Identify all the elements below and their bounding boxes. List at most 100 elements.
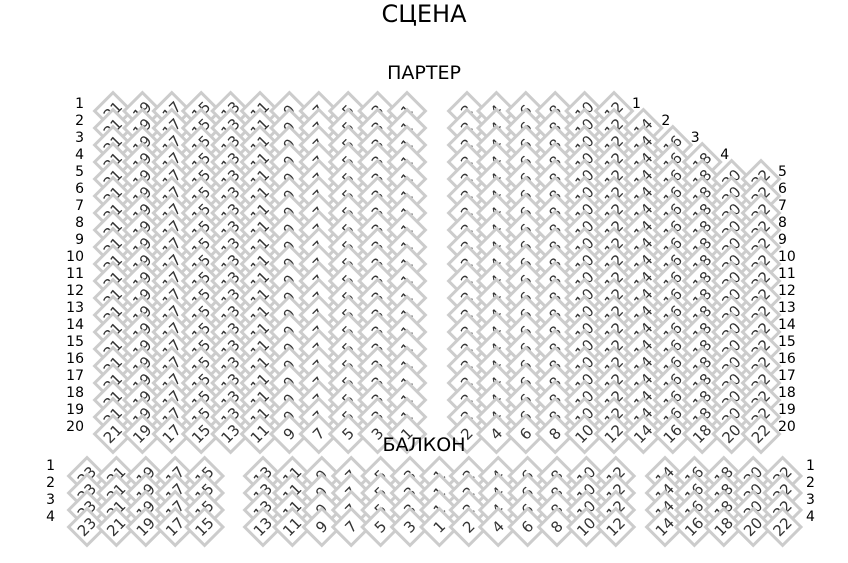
seat-box [477, 506, 519, 548]
parter-row-label-left: 15 [66, 334, 84, 350]
balcony-seat[interactable]: 19 [125, 506, 167, 548]
balcony-seat[interactable]: 23 [66, 506, 108, 548]
parter-row-label-left: 13 [66, 300, 84, 316]
seat-box [593, 413, 635, 455]
parter-seat[interactable]: 16 [652, 413, 694, 455]
seat-box [732, 506, 774, 548]
parter-row-label-right: 13 [778, 300, 796, 316]
seat-box [673, 506, 715, 548]
parter-seat[interactable]: 3 [357, 413, 399, 455]
parter-row-label-left: 6 [75, 181, 84, 197]
parter-seat[interactable]: 20 [711, 413, 753, 455]
balcony-seat[interactable]: 8 [536, 506, 578, 548]
balcony-seat[interactable]: 3 [389, 506, 431, 548]
parter-row-label-left: 4 [75, 147, 84, 163]
parter-seat[interactable]: 7 [298, 413, 340, 455]
seat-box [446, 413, 488, 455]
balcony-row-label-left: 4 [46, 509, 55, 525]
balcony-seat[interactable]: 15 [184, 506, 226, 548]
seat-box [711, 413, 753, 455]
seat-box [536, 506, 578, 548]
parter-row-label-left: 10 [66, 249, 84, 265]
seat-box [66, 506, 108, 548]
parter-row-label-left: 14 [66, 317, 84, 333]
balcony-seat[interactable]: 14 [644, 506, 686, 548]
parter-row-label-left: 20 [66, 419, 84, 435]
parter-row-label-right: 15 [778, 334, 796, 350]
parter-row-label-left: 18 [66, 385, 84, 401]
seat-box [95, 506, 137, 548]
balcony-seat[interactable]: 20 [732, 506, 774, 548]
balcony-seat[interactable]: 6 [507, 506, 549, 548]
balcony-seat[interactable]: 1 [418, 506, 460, 548]
parter-seat[interactable]: 1 [386, 413, 428, 455]
balcony-seat[interactable]: 22 [762, 506, 804, 548]
seat-box [595, 506, 637, 548]
balcony-seat[interactable]: 16 [673, 506, 715, 548]
parter-seat[interactable]: 5 [327, 413, 369, 455]
seat-box [268, 413, 310, 455]
balcony-row-label-left: 2 [46, 475, 55, 491]
seat-box [154, 506, 196, 548]
parter-seat[interactable]: 21 [92, 413, 134, 455]
seat-box [330, 506, 372, 548]
parter-seat[interactable]: 6 [505, 413, 547, 455]
parter-row-label-right: 18 [778, 385, 796, 401]
balcony-seat[interactable]: 21 [95, 506, 137, 548]
seat-box [92, 413, 134, 455]
parter-row-label-left: 17 [66, 368, 84, 384]
seat-box [565, 506, 607, 548]
seat-box [298, 413, 340, 455]
parter-seat[interactable]: 19 [121, 413, 163, 455]
balcony-seat[interactable]: 17 [154, 506, 196, 548]
seat-box [301, 506, 343, 548]
seat-box [125, 506, 167, 548]
seat-box [389, 506, 431, 548]
parter-section-label: ПАРТЕР [387, 62, 461, 84]
parter-row-label-right: 3 [690, 130, 700, 146]
parter-row-label-right: 10 [778, 249, 796, 265]
balcony-seat[interactable]: 13 [242, 506, 284, 548]
parter-seat[interactable]: 9 [268, 413, 310, 455]
seat-box [210, 413, 252, 455]
parter-row-label-right: 5 [778, 164, 787, 180]
parter-row-label-left: 12 [66, 283, 84, 299]
parter-seat[interactable]: 10 [564, 413, 606, 455]
parter-seat[interactable]: 22 [740, 413, 782, 455]
parter-seat[interactable]: 8 [534, 413, 576, 455]
parter-row-label-left: 1 [75, 96, 84, 112]
balcony-seat[interactable]: 2 [448, 506, 490, 548]
seat-box [386, 413, 428, 455]
parter-seat[interactable]: 15 [180, 413, 222, 455]
parter-seat[interactable]: 17 [151, 413, 193, 455]
balcony-seat[interactable]: 7 [330, 506, 372, 548]
parter-seat[interactable]: 18 [681, 413, 723, 455]
parter-row-label-right: 9 [778, 232, 787, 248]
parter-row-label-left: 11 [66, 266, 84, 282]
seat-box [505, 413, 547, 455]
parter-row-label-right: 6 [778, 181, 787, 197]
seat-box [418, 506, 460, 548]
balcony-seat[interactable]: 10 [565, 506, 607, 548]
parter-seat[interactable]: 13 [210, 413, 252, 455]
seat-box [681, 413, 723, 455]
parter-row-label-right: 17 [778, 368, 796, 384]
balcony-seat[interactable]: 11 [271, 506, 313, 548]
parter-row-label-left: 5 [75, 164, 84, 180]
parter-row-label-left: 2 [75, 113, 84, 129]
parter-row-label-left: 19 [66, 402, 84, 418]
parter-seat[interactable]: 12 [593, 413, 635, 455]
parter-seat[interactable]: 2 [446, 413, 488, 455]
parter-seat[interactable]: 11 [239, 413, 281, 455]
parter-row-label-right: 16 [778, 351, 796, 367]
parter-seat[interactable]: 14 [622, 413, 664, 455]
balcony-seat[interactable]: 4 [477, 506, 519, 548]
balcony-seat[interactable]: 18 [703, 506, 745, 548]
balcony-seat[interactable]: 9 [301, 506, 343, 548]
parter-seat[interactable]: 4 [475, 413, 517, 455]
balcony-seat[interactable]: 5 [360, 506, 402, 548]
balcony-seat[interactable]: 12 [595, 506, 637, 548]
parter-row-label-right: 12 [778, 283, 796, 299]
seat-box [564, 413, 606, 455]
